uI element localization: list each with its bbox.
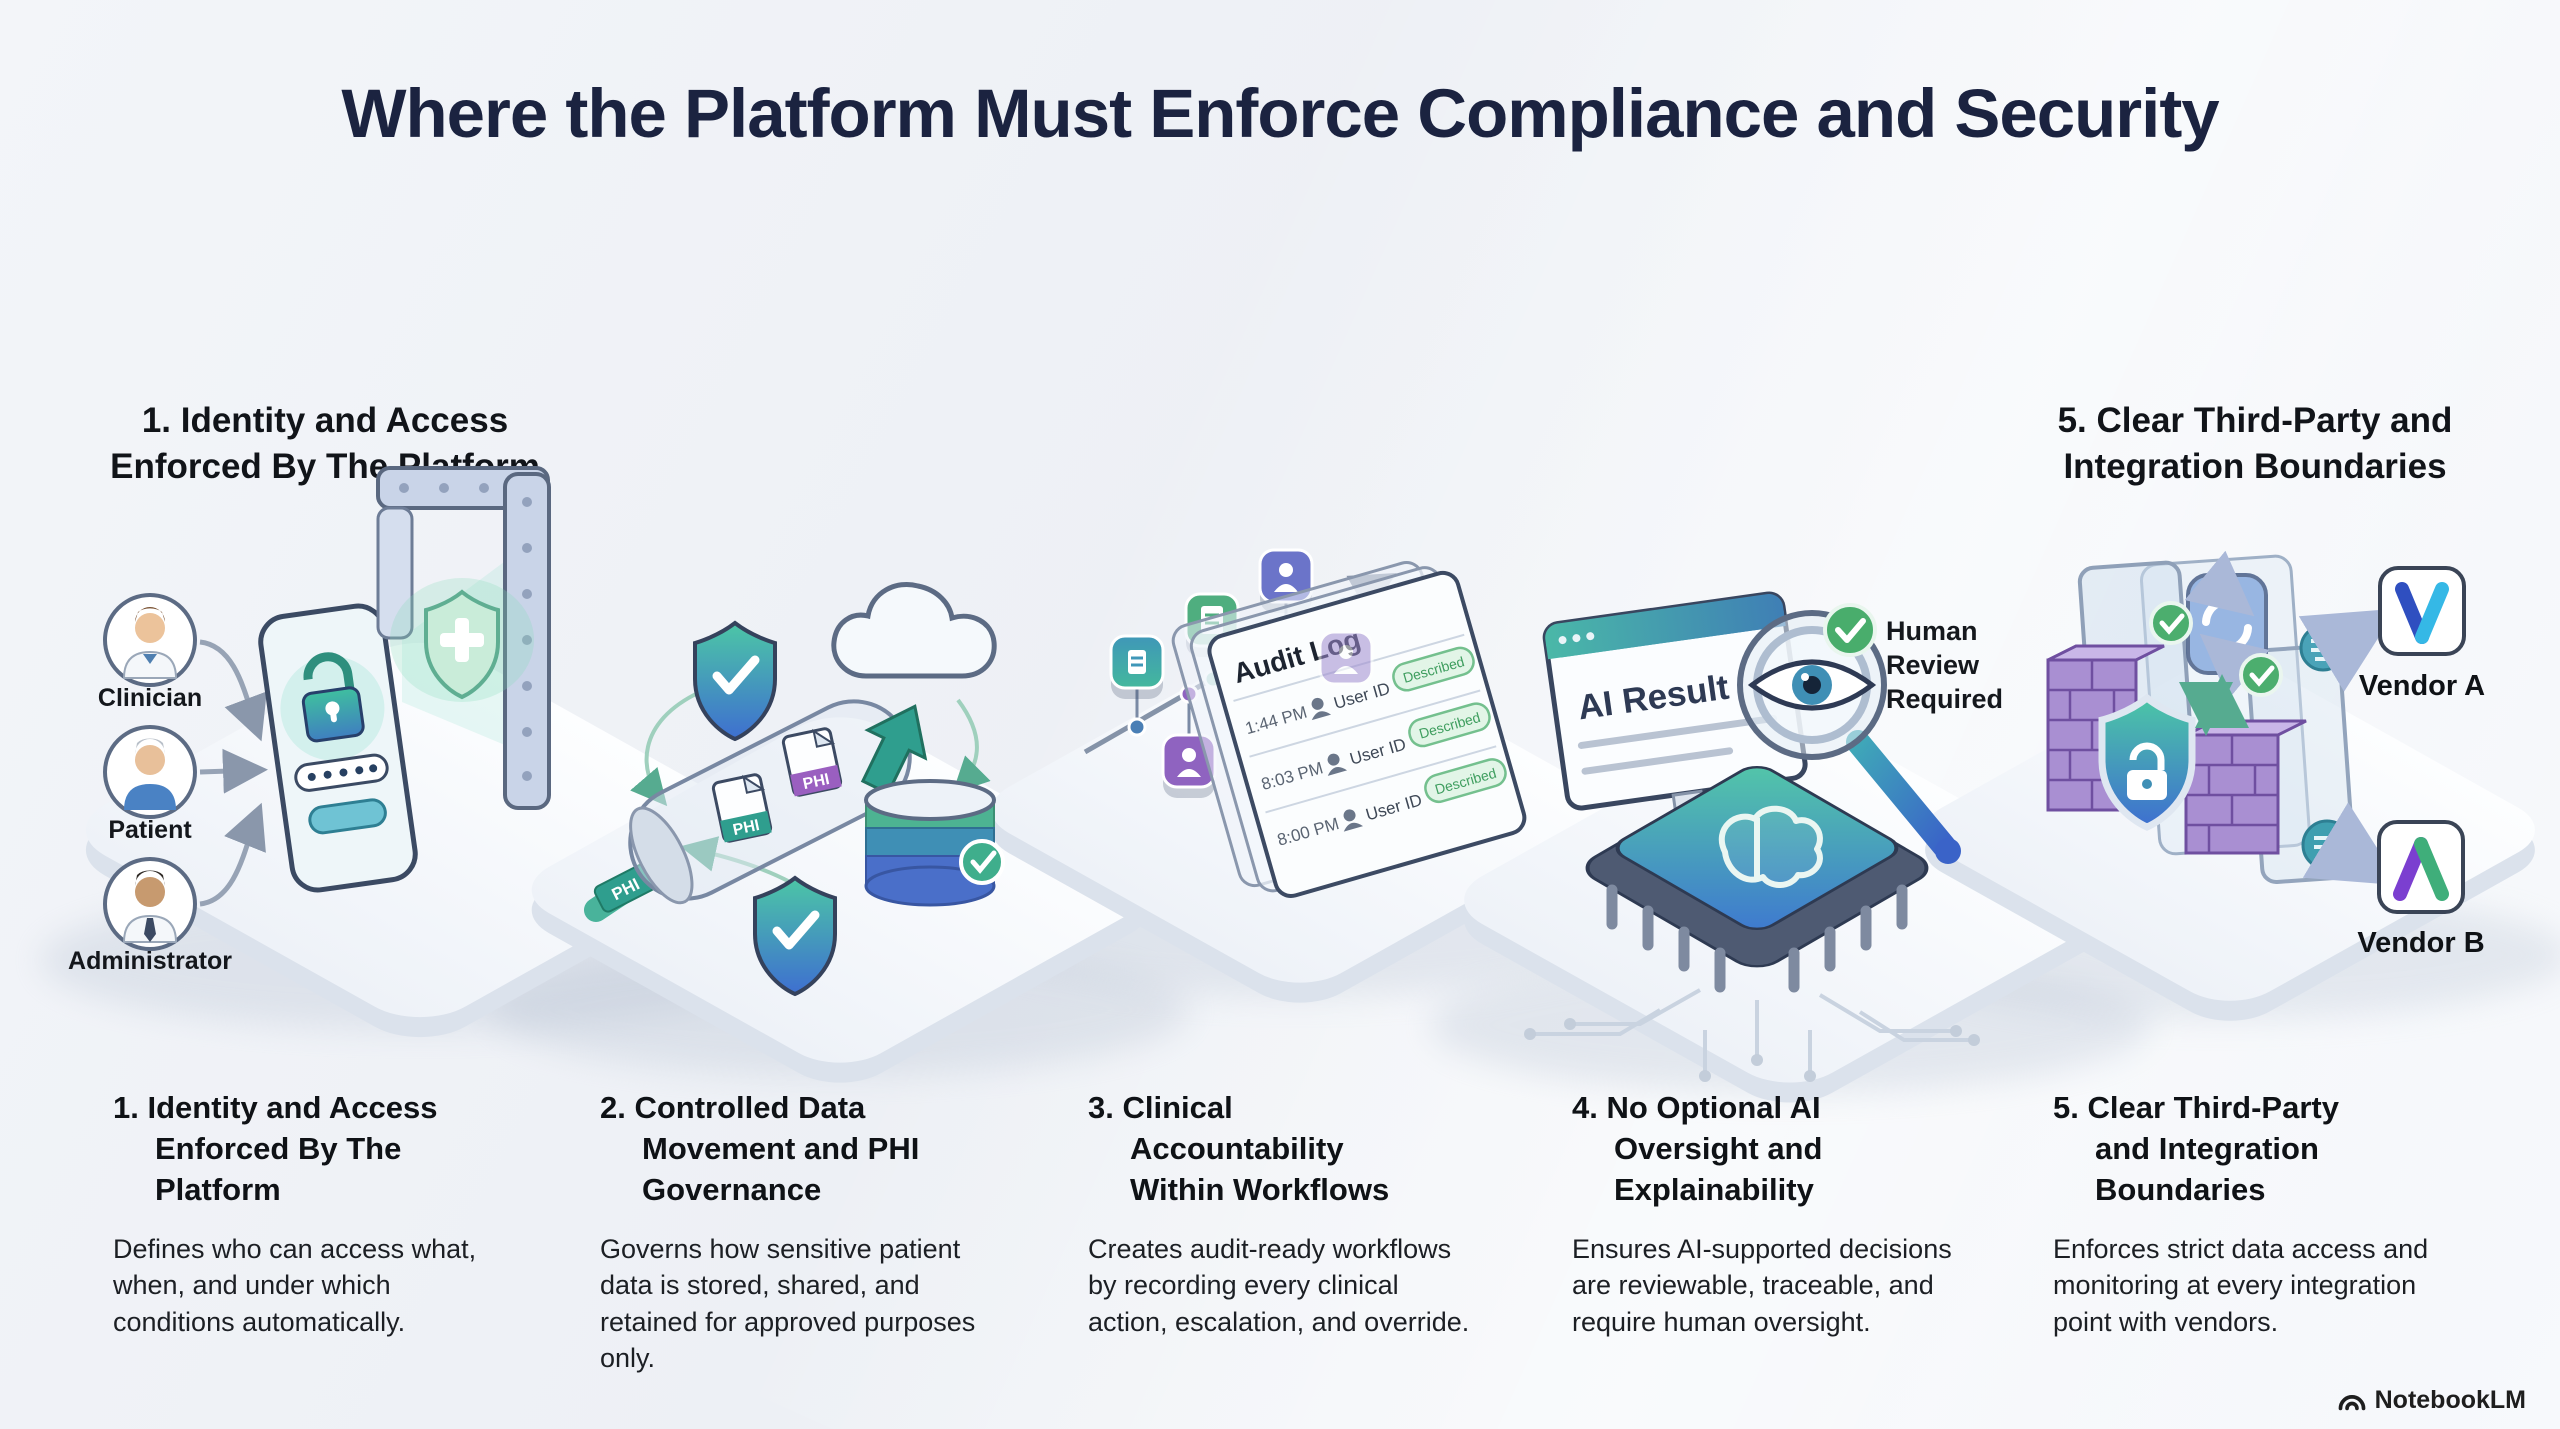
section-heading: 3. Clinical Accountability Within Workfl… xyxy=(1088,1090,1390,1207)
status-badge xyxy=(1408,702,1491,748)
login-phone xyxy=(258,603,418,893)
user-icon xyxy=(1327,753,1348,776)
cloud-icon xyxy=(831,582,997,679)
approval-check-icons xyxy=(2149,601,2283,697)
arrow-to-vendor-a xyxy=(2298,608,2397,692)
status-badge xyxy=(1392,646,1475,692)
brain-icon xyxy=(1718,805,1823,888)
section-ai-oversight: 4. No Optional AI Oversight and Explaina… xyxy=(1572,1088,2012,1340)
circuit-traces xyxy=(1530,988,1974,1076)
password-dots xyxy=(307,764,378,781)
notebooklm-brand-text: NotebookLM xyxy=(2374,1386,2526,1414)
svg-text:PHI: PHI xyxy=(801,771,831,793)
illustration-identity-access: Clinician Patient Administrator xyxy=(68,466,551,975)
status-badge xyxy=(1424,758,1507,804)
health-shield-icon xyxy=(424,589,500,700)
callout-third-party: 5. Clear Third-Party and Integration Bou… xyxy=(2057,401,2453,486)
section-body: Defines who can access what, when, and u… xyxy=(113,1233,477,1337)
illustration-vendor-boundaries: Vendor A Vendor B xyxy=(2046,550,2485,959)
magnifier-handle-cap xyxy=(1935,838,1961,864)
phi-document-purple: PHI xyxy=(781,727,843,797)
illustration-ai-oversight: AI Result xyxy=(1524,591,2003,1082)
chip-with-brain xyxy=(1585,765,1929,993)
access-gate xyxy=(376,466,551,810)
audit-log-card: Audit Log 1:44 PM User ID Described 8:03… xyxy=(1171,561,1527,898)
section-data-governance: 2. Controlled Data Movement and PHI Gove… xyxy=(600,1088,1050,1376)
label-clinician: Clinician xyxy=(98,684,202,712)
timeline-pin-document xyxy=(1109,634,1165,699)
section-accountability: 3. Clinical Accountability Within Workfl… xyxy=(1088,1088,1518,1340)
section-boundaries: 5. Clear Third-Party and Integration Bou… xyxy=(2053,1088,2493,1340)
notebooklm-watermark: NotebookLM xyxy=(2337,1386,2526,1415)
circuit-nodes xyxy=(1524,1018,1980,1082)
section-heading: 2. Controlled Data Movement and PHI Gove… xyxy=(600,1090,920,1207)
phi-document-teal: PHI xyxy=(711,773,773,843)
vendor-b-label: Vendor B xyxy=(2357,927,2484,959)
label-administrator: Administrator xyxy=(68,947,232,975)
gate-bolts xyxy=(399,483,532,781)
padlock-icon xyxy=(301,652,365,743)
shield-check-bottom-icon xyxy=(753,875,837,997)
section-heading: 1. Identity and Access Enforced By The P… xyxy=(113,1090,438,1207)
section-body: Creates audit-ready workflows by recordi… xyxy=(1088,1233,1470,1337)
section-body: Ensures AI-supported decisions are revie… xyxy=(1572,1233,1952,1337)
svg-text:Human: Human xyxy=(1886,616,1978,646)
access-arrows xyxy=(199,639,268,907)
illustration-data-movement: PHI PHI PHI xyxy=(584,582,1005,997)
vendor-b-logo xyxy=(2377,820,2465,914)
timeline-pin-person-faded xyxy=(1318,630,1374,686)
user-icon xyxy=(1311,697,1332,721)
label-patient: Patient xyxy=(108,816,192,844)
login-button xyxy=(308,798,387,835)
exchange-arrows xyxy=(2179,674,2249,736)
vendor-a-logo xyxy=(2378,566,2466,656)
svg-text:PHI: PHI xyxy=(731,817,761,839)
illustration-audit-workflows: Audit Log 1:44 PM User ID Described 8:03… xyxy=(1083,548,1527,898)
page-title: Where the Platform Must Enforce Complian… xyxy=(341,75,2219,152)
section-body: Enforces strict data access and monitori… xyxy=(2053,1233,2429,1337)
section-identity: 1. Identity and Access Enforced By The P… xyxy=(113,1088,543,1340)
chip-pins xyxy=(1606,884,1908,993)
shield-check-top-icon xyxy=(693,620,777,742)
data-feed-circle-a xyxy=(2299,624,2347,672)
svg-text:Review: Review xyxy=(1886,650,1980,680)
section-heading: 4. No Optional AI Oversight and Explaina… xyxy=(1572,1090,1823,1207)
avatar-administrator xyxy=(103,857,197,951)
data-pipe xyxy=(628,699,912,905)
lock-shield-icon xyxy=(2098,693,2196,831)
magnifier-handle xyxy=(1846,730,1956,858)
secure-database-icon xyxy=(864,779,1005,907)
user-icon xyxy=(1343,809,1364,832)
svg-text:Required: Required xyxy=(1886,684,2003,714)
notebooklm-logo-icon xyxy=(2338,1394,2366,1410)
vendor-a-label: Vendor A xyxy=(2359,670,2485,702)
data-feed-circle-b xyxy=(2301,819,2353,871)
human-review-label: Human Review Required xyxy=(1886,616,2003,714)
avatar-patient xyxy=(103,725,197,819)
avatar-clinician xyxy=(103,593,197,687)
section-heading: 5. Clear Third-Party and Integration Bou… xyxy=(2053,1090,2339,1207)
human-review-check-icon xyxy=(1823,603,1877,657)
section-body: Governs how sensitive patient data is st… xyxy=(600,1233,976,1374)
